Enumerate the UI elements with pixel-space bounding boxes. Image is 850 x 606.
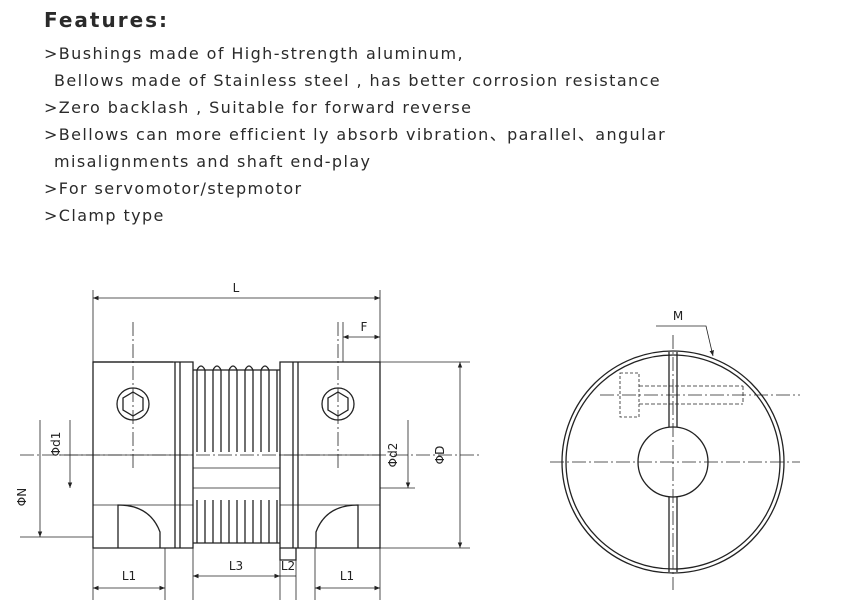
- feature-item-clamp: >Clamp type: [44, 206, 165, 225]
- dimension-L-label: L: [233, 281, 240, 295]
- end-view: M: [550, 309, 800, 590]
- feature-item-vibration-line2: misalignments and shaft end-play: [54, 152, 372, 171]
- dimension-M-label: M: [673, 309, 683, 323]
- features-section: Features: >Bushings made of High-strengt…: [44, 8, 824, 229]
- dimension-L2-label: L2: [281, 559, 295, 573]
- dimension-M-leader: [656, 325, 714, 357]
- right-hub: [279, 361, 381, 561]
- feature-item-backlash: >Zero backlash , Suitable for forward re…: [44, 98, 473, 117]
- side-view: L F ΦD Φd2 Φd1 ΦN L1 L3 L2 L1: [15, 281, 480, 600]
- feature-item-material-line1: >Bushings made of High-strength aluminum…: [44, 44, 464, 63]
- dimension-L3-label: L3: [229, 559, 243, 573]
- dimension-d2-label: Φd2: [386, 443, 400, 468]
- end-view-clamp-screw: [600, 372, 800, 418]
- bellows: [193, 365, 280, 544]
- feature-item-servo: >For servomotor/stepmotor: [44, 179, 303, 198]
- dimension-d1-label: Φd1: [49, 432, 63, 457]
- dimension-F-label: F: [361, 320, 368, 334]
- feature-item-vibration-line1: >Bellows can more efficient ly absorb vi…: [44, 125, 667, 144]
- dimension-D-label: ΦD: [433, 446, 447, 465]
- dimension-L1-right-label: L1: [340, 569, 354, 583]
- features-heading: Features:: [44, 8, 170, 32]
- dimension-N-label: ΦN: [15, 488, 29, 506]
- feature-item-material-line2: Bellows made of Stainless steel , has be…: [54, 71, 662, 90]
- features-list: >Bushings made of High-strength aluminum…: [44, 40, 824, 229]
- dimension-L1-left-label: L1: [122, 569, 136, 583]
